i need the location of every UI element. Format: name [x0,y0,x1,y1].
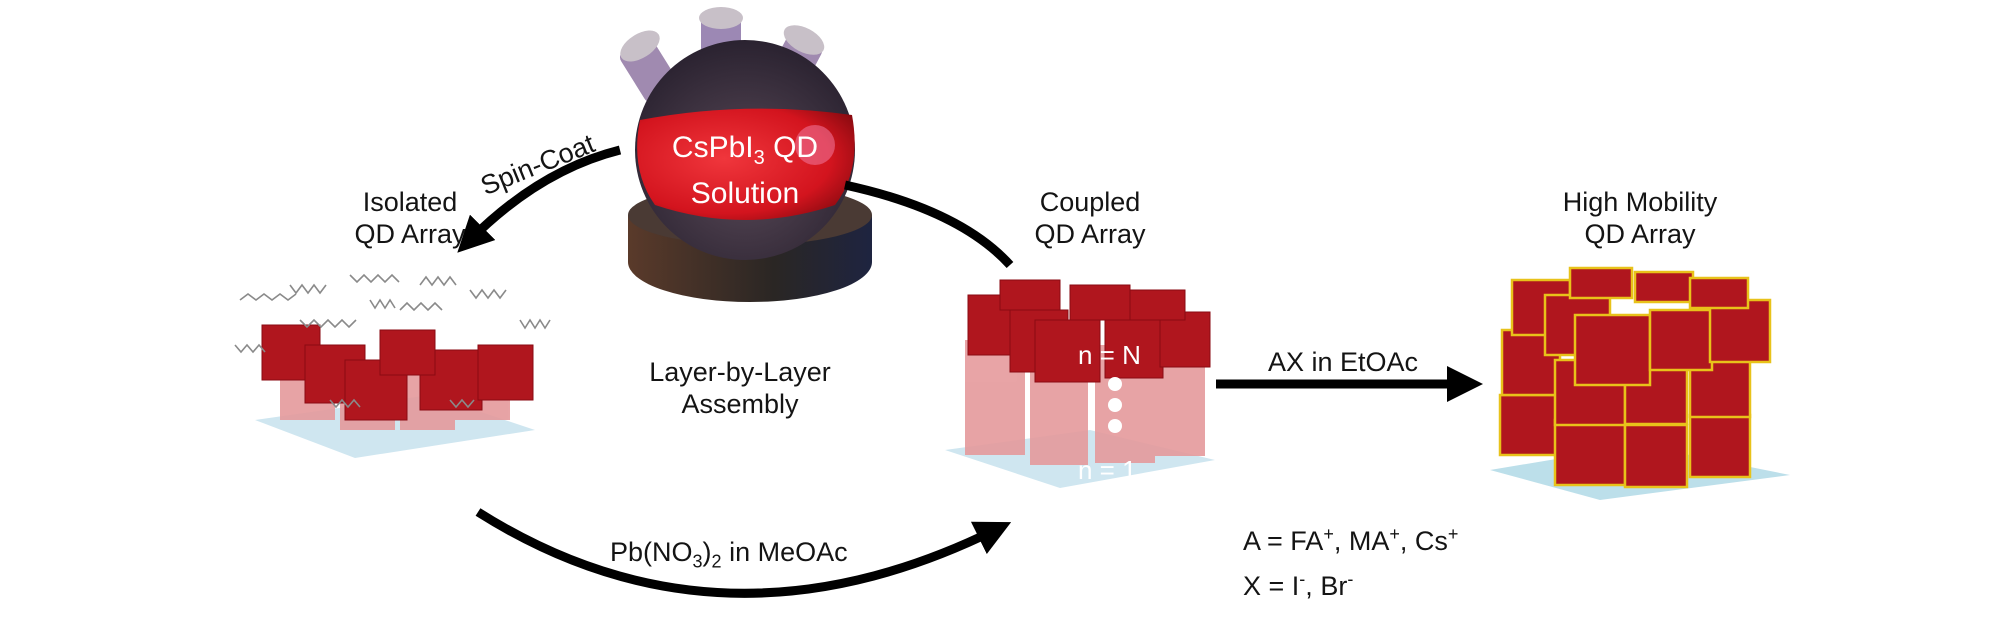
pb-sub-2: 2 [711,551,722,572]
x-charge: - [1347,569,1354,589]
flask-neck-cap-left [620,30,660,62]
ligand-chains [234,273,551,409]
isolated-qd-array [234,273,551,458]
x-prefix: X = [1243,571,1292,601]
isolated-stage-label: Isolated QD Array [320,186,500,250]
coupled-top-layer [967,279,1211,383]
center-label-line2: Assembly [681,389,799,419]
coupled-label-line1: Coupled [1039,187,1141,217]
a-prefix: A = [1243,526,1291,556]
center-assembly-label: Layer-by-Layer Assembly [620,356,860,420]
ion-legend: A = FA+, MA+, Cs+ X = I-, Br- [1243,515,1458,605]
flask-label-qd: QD [764,131,819,164]
high-mobility-qd-array [1490,266,1790,500]
x-charge: - [1299,569,1306,589]
a-ion-cs: Cs [1414,526,1448,556]
a-site-legend: A = FA+, MA+, Cs+ [1243,524,1459,556]
top-layer-label: n = N [1078,340,1141,370]
a-ion-ma: MA [1348,526,1390,556]
layer-dot-3 [1108,419,1122,433]
x-ion-br: Br [1320,571,1348,601]
pb-sub-3: 3 [692,551,703,572]
flask-label-formula: CsPbI [671,131,754,164]
a-charge: + [1323,524,1334,544]
high-mobility-stage-label: High Mobility QD Array [1530,186,1750,250]
pb-formula: Pb(NO [610,537,693,567]
flask-reflection [795,125,835,165]
coupled-stage-label: Coupled QD Array [1000,186,1180,250]
flask-label-box: CsPbI3 QD Solution [630,130,860,208]
center-label-line1: Layer-by-Layer [649,357,831,387]
high-mobility-label-line1: High Mobility [1562,187,1718,217]
flask-label-subscript: 3 [753,147,765,169]
flask-label: CsPbI3 QD Solution [630,130,860,208]
a-charge: + [1447,524,1459,544]
isolated-label-line2: QD Array [354,219,466,249]
layer-dot-1 [1108,377,1122,391]
x-ion-i: I [1291,571,1300,601]
spin-coat-arrow [457,145,622,253]
bottom-layer-label: n = 1 [1078,455,1137,485]
coupled-label-line2: QD Array [1034,219,1146,249]
reaction-flask [620,7,872,302]
ax-treatment-label: AX in EtOAc [1268,347,1419,377]
isolated-top-layer [261,324,534,421]
pb-solvent: in MeOAc [721,537,848,567]
high-mobility-cubes [1498,266,1772,489]
pb-paren: ) [702,537,712,567]
a-charge: + [1389,524,1400,544]
layer-dot-2 [1108,398,1122,412]
pb-treatment-label: Pb(NO3)2 in MeOAc [610,536,848,577]
coupled-qd-array [945,279,1215,488]
a-ion-fa: FA [1290,526,1324,556]
isolated-label-line1: Isolated [362,187,458,217]
flask-to-coupled-arc [844,180,1014,269]
flask-label-solution: Solution [690,177,800,208]
flask-neck-cap-center [699,7,743,29]
pb-treatment-arrow [475,508,1012,598]
x-site-legend: X = I-, Br- [1243,569,1354,601]
flask-neck-cap-right [783,25,825,55]
high-mobility-label-line2: QD Array [1584,219,1696,249]
